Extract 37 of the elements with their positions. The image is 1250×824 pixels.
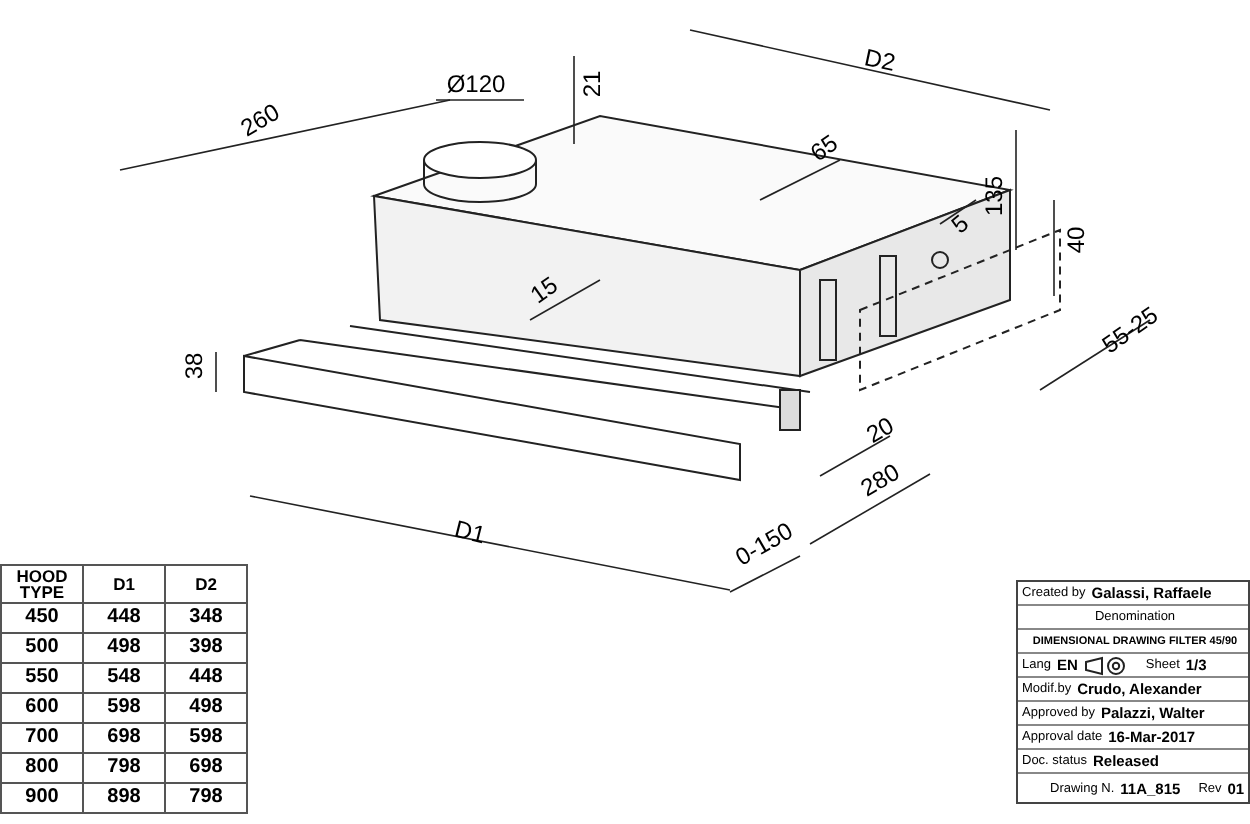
dimension-label: 40	[1064, 226, 1088, 254]
table-cell: 500	[1, 633, 83, 663]
table-cell: 898	[83, 783, 165, 813]
dimension-label: 280	[856, 459, 904, 501]
table-cell: 550	[1, 663, 83, 693]
table-cell: 450	[1, 603, 83, 633]
table-cell: 900	[1, 783, 83, 813]
table-header-cell: D1	[83, 565, 165, 603]
table-cell: 600	[1, 693, 83, 723]
table-cell: 398	[165, 633, 247, 663]
table-cell: 798	[165, 783, 247, 813]
dimension-label: 5	[947, 210, 973, 238]
dimension-label: D1	[452, 516, 488, 548]
table-cell: 348	[165, 603, 247, 633]
table-cell: 548	[83, 663, 165, 693]
table-cell: 598	[165, 723, 247, 753]
table-cell: 698	[165, 753, 247, 783]
table-cell: 498	[83, 633, 165, 663]
dimension-label: 21	[580, 70, 604, 98]
table-header-cell: D2	[165, 565, 247, 603]
table-cell: 698	[83, 723, 165, 753]
table-cell: 498	[165, 693, 247, 723]
table-cell: 448	[83, 603, 165, 633]
table-cell: 700	[1, 723, 83, 753]
dimension-label: 65	[806, 130, 842, 166]
table-cell: 598	[83, 693, 165, 723]
dimension-label: 260	[236, 99, 284, 141]
table-cell: 798	[83, 753, 165, 783]
table-cell: 448	[165, 663, 247, 693]
table-cell: 800	[1, 753, 83, 783]
dimension-label: 38	[182, 352, 206, 380]
dimension-label: 20	[862, 412, 898, 448]
dimension-label: 15	[526, 272, 562, 308]
table-header-cell: HOOD TYPE	[1, 565, 83, 603]
dimension-label: D2	[862, 45, 898, 75]
dimension-label: Ø120	[446, 72, 506, 96]
dimension-label: 135	[982, 175, 1006, 217]
